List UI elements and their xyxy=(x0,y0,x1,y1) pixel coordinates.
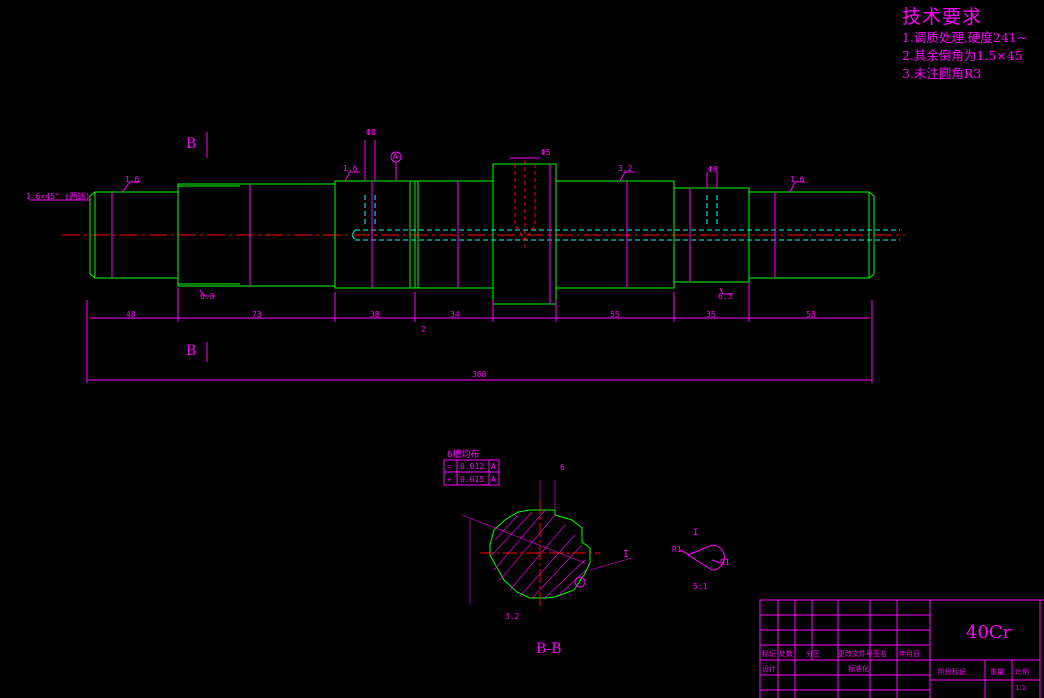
spline-width-label: 6 xyxy=(560,463,565,472)
roughness-mark: 6.3 xyxy=(200,292,215,301)
section-mark-bottom: B xyxy=(186,343,197,359)
requirements-title: 技术要求 xyxy=(902,6,983,28)
chamfer-note: 1.6×45° (两端) xyxy=(26,192,91,201)
spline-roughness: 3.2 xyxy=(505,612,520,621)
dimension-lines xyxy=(30,132,873,383)
title-block-header: 标记 xyxy=(762,650,776,658)
tolerance-value: 0.015 xyxy=(460,475,485,484)
title-block-header: 更改文件号 xyxy=(838,650,873,658)
title-block-scale: 1:1 xyxy=(1015,684,1027,692)
length-dim: 34 xyxy=(450,310,460,319)
roughness-mark: 1.6 xyxy=(125,175,140,184)
spline-note: 6槽均布 xyxy=(447,450,480,460)
detail-callout: I xyxy=(623,549,630,560)
shaft-hidden-lines xyxy=(351,195,900,241)
detail-label: I xyxy=(693,528,699,538)
material-label: 40Cr xyxy=(966,622,1012,643)
title-block-header: 分区 xyxy=(806,650,820,658)
title-block-header: 年月日 xyxy=(899,650,920,658)
spline-section xyxy=(443,459,633,610)
keyway-width-dim: Φ8 xyxy=(708,165,718,174)
section-view-label: B-B xyxy=(536,641,562,657)
datum-label: A xyxy=(393,152,398,161)
requirement-3: 3.未注圆角R3 xyxy=(902,66,982,81)
title-block-cell: 设计 xyxy=(762,665,776,673)
roughness-mark: 6.3 xyxy=(718,292,733,301)
length-dim: 55 xyxy=(610,310,620,319)
detail-radius: R1 xyxy=(672,545,682,554)
keyway-width-dim: Φ5 xyxy=(541,148,551,157)
section-mark-top: B xyxy=(186,136,197,152)
roughness-mark: 1.6 xyxy=(343,164,358,173)
tolerance-value: 0.012 xyxy=(460,462,485,471)
title-block-header: 处数 xyxy=(779,650,793,658)
length-dim: 48 xyxy=(126,310,136,319)
tolerance-datum: A xyxy=(491,475,496,484)
length-dim: 35 xyxy=(706,310,716,319)
roughness-mark: 1.6 xyxy=(790,175,805,184)
title-block-cell: 标准化 xyxy=(848,665,869,673)
length-dim: 73 xyxy=(252,310,262,319)
title-block-cell: 重量 xyxy=(990,668,1004,676)
overall-length: 368 xyxy=(472,370,487,379)
detail-scale: 5:1 xyxy=(693,582,708,591)
length-dim: 2 xyxy=(421,325,426,334)
title-block-cell: 阶段标记 xyxy=(938,668,966,676)
tolerance-symbol: = xyxy=(447,462,452,471)
length-dim: 58 xyxy=(806,310,816,319)
title-block-header: 签名 xyxy=(873,650,887,658)
shaft-outline xyxy=(89,163,875,305)
requirement-1: 1.调质处理,硬度241~ xyxy=(902,30,1028,45)
tolerance-symbol: ⌖ xyxy=(447,475,452,484)
roughness-mark: 3.2 xyxy=(618,164,633,173)
detail-radius: R1 xyxy=(720,558,730,567)
length-dim: 38 xyxy=(370,310,380,319)
tolerance-datum: A xyxy=(491,462,496,471)
title-block-grid xyxy=(759,599,1044,698)
keyway-width-dim: Φ8 xyxy=(366,128,376,137)
detail-i xyxy=(679,544,725,571)
title-block-cell: 比例 xyxy=(1015,668,1029,676)
keyway-hidden xyxy=(514,160,536,248)
requirement-2: 2.其余倒角为1.5×45 xyxy=(902,48,1023,63)
